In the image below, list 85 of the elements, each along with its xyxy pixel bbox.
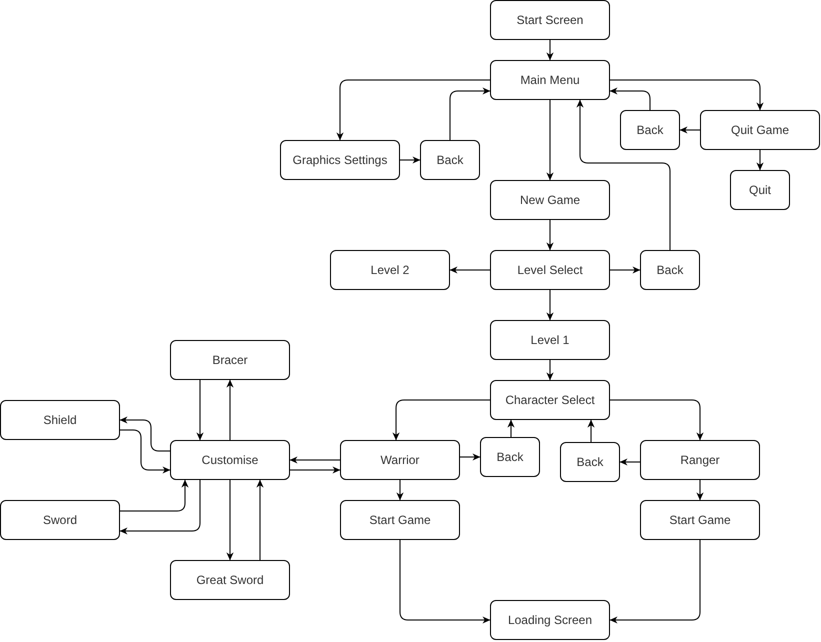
arrow bbox=[336, 80, 490, 140]
arrow bbox=[576, 100, 670, 250]
node-text: New Game bbox=[520, 193, 580, 207]
arrow bbox=[450, 87, 490, 140]
node-text: Great Sword bbox=[196, 573, 264, 587]
arrow bbox=[546, 290, 554, 320]
arrow bbox=[587, 420, 595, 442]
arrow bbox=[620, 458, 640, 466]
process-box bbox=[340, 440, 460, 480]
process-box bbox=[640, 250, 700, 290]
arrow bbox=[546, 100, 554, 180]
process-box bbox=[170, 440, 290, 480]
arrow bbox=[696, 480, 704, 500]
node-text: Back bbox=[656, 263, 684, 277]
node-text: Quit bbox=[748, 183, 771, 197]
node-text: Graphics Settings bbox=[292, 153, 388, 167]
node-text: Bracer bbox=[212, 353, 248, 367]
node-text: Back bbox=[496, 450, 524, 464]
arrow bbox=[290, 466, 340, 474]
node-text: Sword bbox=[42, 513, 77, 527]
process-box bbox=[620, 110, 680, 150]
arrow bbox=[546, 360, 554, 380]
arrow bbox=[610, 400, 704, 440]
process-box bbox=[700, 110, 820, 150]
arrow bbox=[120, 430, 170, 474]
node-text: Quit Game bbox=[730, 123, 790, 137]
node-text: Level 1 bbox=[530, 333, 570, 347]
arrow bbox=[610, 540, 700, 624]
process-box bbox=[640, 500, 760, 540]
process-box bbox=[170, 340, 290, 380]
node-text: Back bbox=[436, 153, 464, 167]
node-text: Customise bbox=[202, 453, 258, 467]
process-box bbox=[480, 437, 540, 477]
arrow bbox=[226, 480, 234, 560]
node-text: Start Screen bbox=[516, 13, 584, 27]
process-box bbox=[730, 170, 790, 210]
arrow bbox=[226, 380, 234, 440]
arrow bbox=[290, 456, 340, 464]
arrow bbox=[546, 40, 554, 60]
arrow bbox=[120, 416, 170, 452]
arrow bbox=[120, 480, 200, 535]
process-box bbox=[0, 500, 120, 540]
process-box bbox=[490, 600, 610, 640]
arrow bbox=[400, 540, 490, 624]
process-box bbox=[490, 250, 610, 290]
node-text: Back bbox=[576, 455, 604, 469]
process-box bbox=[560, 442, 620, 482]
process-box bbox=[330, 250, 450, 290]
node-text: Ranger bbox=[680, 453, 720, 467]
arrow bbox=[396, 480, 404, 500]
node-text: Character Select bbox=[505, 393, 595, 407]
arrow bbox=[546, 220, 554, 250]
arrow bbox=[610, 87, 650, 110]
process-box bbox=[280, 140, 400, 180]
process-box bbox=[490, 60, 610, 100]
process-box bbox=[170, 560, 290, 600]
process-box bbox=[490, 0, 610, 40]
arrow bbox=[610, 80, 764, 110]
process-box bbox=[420, 140, 480, 180]
arrow bbox=[120, 480, 189, 512]
process-box bbox=[490, 380, 610, 420]
process-box bbox=[490, 180, 610, 220]
arrow bbox=[196, 380, 204, 440]
node-text: Start Game bbox=[369, 513, 431, 527]
process-box bbox=[0, 400, 120, 440]
node-text: Back bbox=[636, 123, 664, 137]
process-box bbox=[640, 440, 760, 480]
arrow bbox=[610, 266, 640, 274]
node-text: Level Select bbox=[517, 263, 583, 277]
node-text: Main Menu bbox=[520, 73, 580, 87]
arrow bbox=[507, 420, 515, 438]
arrow bbox=[450, 266, 490, 274]
arrow bbox=[392, 400, 490, 440]
node-text: Start Game bbox=[669, 513, 731, 527]
arrow bbox=[460, 453, 480, 461]
arrow bbox=[756, 150, 764, 170]
arrow bbox=[400, 156, 420, 164]
node-text: Loading Screen bbox=[508, 613, 592, 627]
arrow bbox=[256, 480, 264, 560]
node-text: Level 2 bbox=[370, 263, 410, 277]
node-text: Shield bbox=[43, 413, 77, 427]
process-box bbox=[490, 320, 610, 360]
node-text: Warrior bbox=[380, 453, 420, 467]
arrow bbox=[680, 126, 700, 134]
process-box bbox=[340, 500, 460, 540]
